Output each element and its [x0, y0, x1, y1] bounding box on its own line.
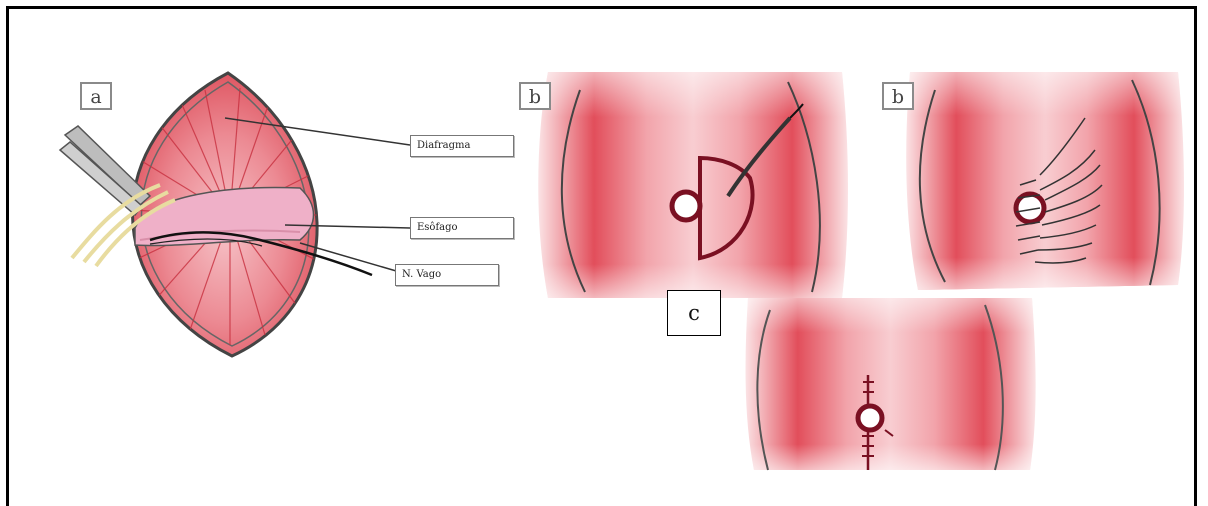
panel-a-drawing — [60, 73, 410, 356]
panel-b-left-drawing — [538, 72, 848, 298]
callout-diaphragm: Diafragma — [410, 135, 514, 157]
panel-c-drawing — [746, 298, 1036, 470]
surgical-illustration — [0, 0, 1208, 490]
panel-label-c: c — [667, 290, 721, 336]
panel-label-a: a — [80, 82, 112, 110]
panel-b-right-drawing — [906, 72, 1184, 290]
callout-esophagus: Esôfago — [410, 217, 514, 239]
callout-vagus-nerve: N. Vago — [395, 264, 499, 286]
panel-label-b-left: b — [519, 82, 551, 110]
panel-label-b-right: b — [882, 82, 914, 110]
